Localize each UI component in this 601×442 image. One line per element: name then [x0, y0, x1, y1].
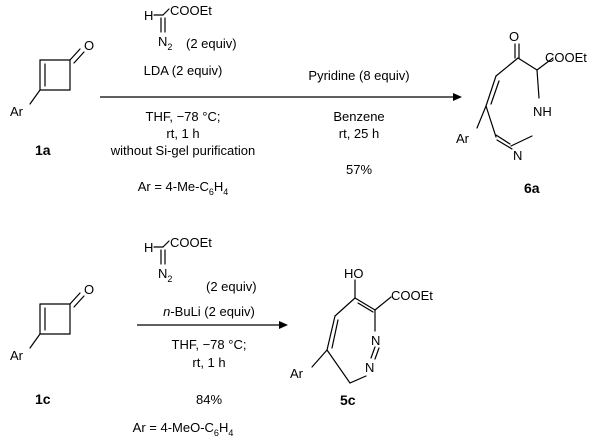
- cyclobutenone-1a: O Ar 1a: [10, 38, 94, 158]
- condition-2-rt: rt, 1 h: [192, 355, 225, 370]
- condition-1-rt: rt, 1 h: [166, 126, 199, 141]
- reagent-h-2: H: [144, 240, 153, 255]
- reaction-2: O Ar 1c H COOEt N2 (2 equiv) n-BuLi (2 e…: [10, 235, 433, 438]
- sm-aryl: Ar: [10, 104, 24, 119]
- aryl-definition-1: Ar = 4-Me-C6H4: [138, 179, 229, 197]
- base-lda: LDA (2 equiv): [144, 63, 223, 78]
- reagent-ester: COOEt: [170, 3, 212, 18]
- compound-label-1a: 1a: [35, 142, 51, 158]
- reagent-equiv: (2 equiv): [186, 36, 237, 51]
- arrow-head-2: [279, 321, 288, 329]
- sm-aryl-2: Ar: [10, 348, 24, 363]
- cyclobutenone-1c: O Ar 1c: [10, 282, 94, 407]
- product-n-top: N: [371, 333, 380, 348]
- reagent-n2: N2: [158, 34, 172, 52]
- reaction-2-yield: 84%: [196, 392, 222, 407]
- sm-oxygen-2: O: [84, 282, 94, 297]
- step2-reagent: Pyridine (8 equiv): [308, 68, 409, 83]
- product-nh: NH: [533, 104, 552, 119]
- step2-solvent: Benzene: [333, 109, 384, 124]
- diazepinone-6a: O COOEt NH N Ar 6a: [456, 29, 587, 196]
- condition-1-thf: THF, −78 °C;: [146, 109, 221, 124]
- step2-yield: 57%: [346, 162, 372, 177]
- sm-oxygen: O: [84, 38, 94, 53]
- product-aryl-2: Ar: [290, 366, 304, 381]
- product-ester: COOEt: [545, 50, 587, 65]
- reagent-ester-2: COOEt: [170, 235, 212, 250]
- product-n-bottom: N: [365, 360, 374, 375]
- reagent-n2-2: N2: [158, 266, 172, 284]
- aryl-definition-2: Ar = 4-MeO-C6H4: [133, 420, 234, 438]
- product-ester-2: COOEt: [391, 288, 433, 303]
- condition-2-thf: THF, −78 °C;: [172, 337, 247, 352]
- reagent-h: H: [144, 8, 153, 23]
- reagent-equiv-2: (2 equiv): [206, 279, 257, 294]
- compound-label-1c: 1c: [35, 391, 51, 407]
- condition-1-note: without Si-gel purification: [110, 143, 256, 158]
- ethyl-diazoacetate-reagent-2: H COOEt N2 (2 equiv): [144, 235, 257, 294]
- diazepine-5c: HO COOEt N N Ar 5c: [290, 266, 433, 408]
- compound-label-6a: 6a: [524, 180, 540, 196]
- base-buli: n-BuLi (2 equiv): [163, 304, 255, 319]
- step2-condition: rt, 25 h: [339, 126, 379, 141]
- ethyl-diazoacetate-reagent-1: H COOEt N2 (2 equiv): [144, 3, 237, 52]
- product-n: N: [513, 148, 522, 163]
- reaction-1: O Ar 1a H COOEt N2 (2 equiv) LDA (2 equi…: [10, 3, 587, 197]
- product-oxygen: O: [509, 29, 519, 44]
- arrow-head-1: [453, 93, 462, 101]
- product-aryl: Ar: [456, 131, 470, 146]
- product-hydroxyl: HO: [344, 266, 364, 281]
- compound-label-5c: 5c: [340, 392, 356, 408]
